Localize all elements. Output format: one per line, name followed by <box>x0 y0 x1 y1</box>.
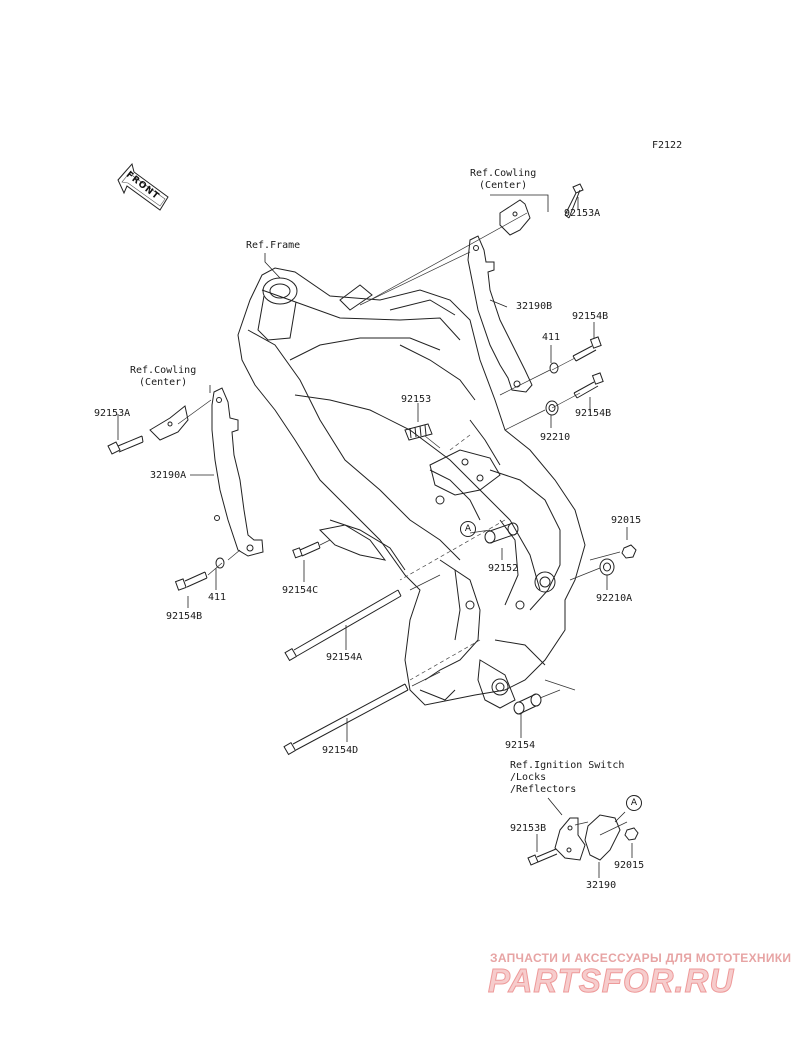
frame-boss-right <box>465 571 556 696</box>
nut-92015-top <box>621 544 637 559</box>
part-92154b-top: 92154B <box>572 311 609 322</box>
frame-outline <box>237 267 586 709</box>
part-92153b: 92153B <box>510 823 547 834</box>
leader-lines <box>117 194 633 878</box>
part-92153a-top: 92153A <box>564 208 601 219</box>
nut-92210a <box>599 558 615 576</box>
bolt-92154d <box>283 683 409 756</box>
nut-92015-bot <box>624 827 639 841</box>
steering-head <box>257 277 298 341</box>
part-92154d: 92154D <box>322 745 359 756</box>
callout-a-frame: A <box>460 521 476 537</box>
collar-92153 <box>404 423 433 441</box>
part-92154a: 92154A <box>326 652 363 663</box>
callout-a-bracket: A <box>626 795 642 811</box>
bolt-92154b-left <box>174 571 208 591</box>
part-32190: 32190 <box>586 880 617 891</box>
watermark-logo: PARTSFOR.RU <box>487 962 735 1000</box>
part-92210a: 92210A <box>596 593 633 604</box>
bolt-92153a-left <box>107 435 144 455</box>
part-92154: 92154 <box>505 740 536 751</box>
part-92015-bot: 92015 <box>614 860 645 871</box>
bolt-92153a-top <box>564 183 584 219</box>
part-92154b-left: 92154B <box>166 611 203 622</box>
bolt-92154a <box>284 589 402 662</box>
part-411-top: 411 <box>542 332 561 343</box>
bracket-32190a <box>211 387 264 557</box>
label-ref-frame: Ref.Frame <box>246 240 301 251</box>
part-92210: 92210 <box>540 432 571 443</box>
bracket-32190 <box>554 814 621 861</box>
nut-92210 <box>545 400 559 416</box>
part-92153a-left: 92153A <box>94 408 131 419</box>
label-ref-cowling-top: Ref.Cowling (Center) <box>470 168 537 191</box>
part-92015-top: 92015 <box>611 515 642 526</box>
reference-lines <box>177 212 628 836</box>
bolt-92154c <box>292 541 321 559</box>
washer-411-top <box>549 362 559 374</box>
cowling-stay-top <box>499 199 531 236</box>
part-92154b-mid: 92154B <box>575 408 612 419</box>
washer-411-left <box>215 557 225 569</box>
bolt-92153b <box>527 848 558 866</box>
cowling-stay-left <box>149 405 189 441</box>
label-ref-ignition: Ref.Ignition Switch /Locks /Reflectors <box>510 760 625 795</box>
diagram-code: F2122 <box>652 140 683 151</box>
watermark-subtitle: ЗАПЧАСТИ И АКСЕССУАРЫ ДЛЯ МОТОТЕХНИКИ <box>490 951 792 965</box>
engine-mount-plate <box>429 449 501 505</box>
dashed-lines <box>399 434 506 681</box>
label-ref-cowling-left: Ref.Cowling (Center) <box>130 365 197 388</box>
bracket-32190b <box>467 235 533 393</box>
collar-92154 <box>513 693 542 715</box>
part-32190a: 32190A <box>150 470 187 481</box>
spacer-92152 <box>484 522 519 544</box>
front-arrow-icon <box>117 162 169 211</box>
part-92153: 92153 <box>401 394 432 405</box>
bolt-92154b-top <box>572 336 602 362</box>
part-92152: 92152 <box>488 563 519 574</box>
part-411-left: 411 <box>208 592 227 603</box>
part-92154c: 92154C <box>282 585 319 596</box>
part-32190b: 32190B <box>516 301 553 312</box>
